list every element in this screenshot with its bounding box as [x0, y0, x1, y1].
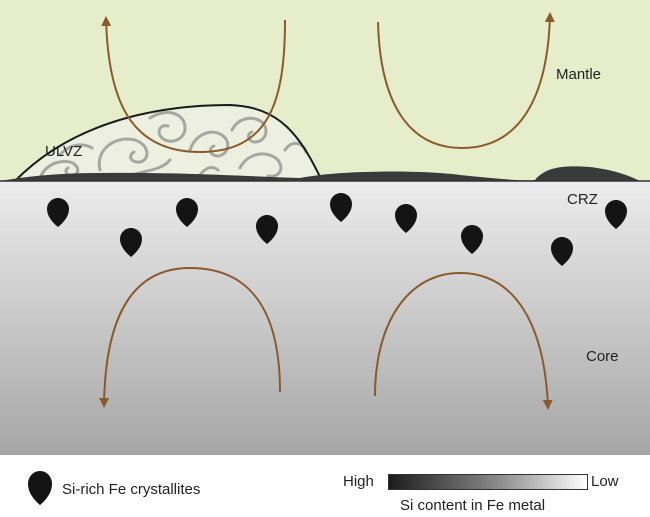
boundary-layer [0, 166, 640, 181]
crystallite-icon [176, 198, 198, 227]
crystallite-icon [551, 237, 573, 266]
gradient-low-label: Low [591, 473, 619, 490]
core-region [0, 181, 650, 455]
ulvz-outline [14, 103, 323, 182]
crystallites [47, 193, 627, 266]
crystallite-legend-label: Si-rich Fe crystallites [62, 481, 201, 498]
crystallite-icon [395, 204, 417, 233]
core-mantle-diagram: Mantle ULVZ CRZ Core [0, 0, 650, 455]
gradient-high-label: High [343, 473, 374, 490]
crystallite-icon [605, 200, 627, 229]
ulvz-label: ULVZ [45, 143, 82, 160]
core-flow-arrow-left [99, 266, 281, 408]
core-label: Core [586, 348, 619, 365]
mantle-flow-arrow-right [377, 12, 555, 150]
crystallite-icon [461, 225, 483, 254]
crystallite-icon [120, 228, 142, 257]
crystallite-icon [47, 198, 69, 227]
crz-label: CRZ [567, 191, 598, 208]
crystallite-icon [330, 193, 352, 222]
gradient-caption: Si content in Fe metal [400, 497, 546, 514]
crystallite-legend-icon [28, 471, 52, 505]
crystallite-icon [256, 215, 278, 244]
si-content-gradient-bar [388, 474, 588, 490]
mantle-flow-arrow-left [101, 16, 286, 154]
core-flow-arrow-right [374, 271, 553, 410]
mantle-label: Mantle [556, 66, 601, 83]
